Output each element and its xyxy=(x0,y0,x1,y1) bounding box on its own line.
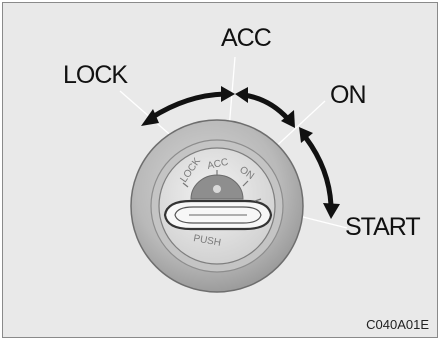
on-start-arrow xyxy=(299,127,340,219)
ignition-switch-illustration: LOCK ACC ON PUSH xyxy=(119,56,348,293)
tick-mark xyxy=(182,182,189,188)
label-on: ON xyxy=(330,81,366,109)
cylinder-dot xyxy=(213,185,221,193)
key-slot-inner xyxy=(174,206,262,224)
label-acc: ACC xyxy=(221,24,272,52)
engraved-push: PUSH xyxy=(192,233,221,249)
acc-on-arrow xyxy=(235,87,295,128)
figure-code: C040A01E xyxy=(366,317,429,332)
label-start: START xyxy=(345,213,421,241)
lock-acc-arrow xyxy=(141,86,235,126)
tick-mark xyxy=(254,198,262,202)
ignition-diagram: LOCK ACC ON PUSH LOCK ACC ON START C040A… xyxy=(2,2,438,338)
label-lock: LOCK xyxy=(63,61,128,89)
engraved-acc: ACC xyxy=(206,157,229,172)
tick-mark xyxy=(242,180,249,187)
